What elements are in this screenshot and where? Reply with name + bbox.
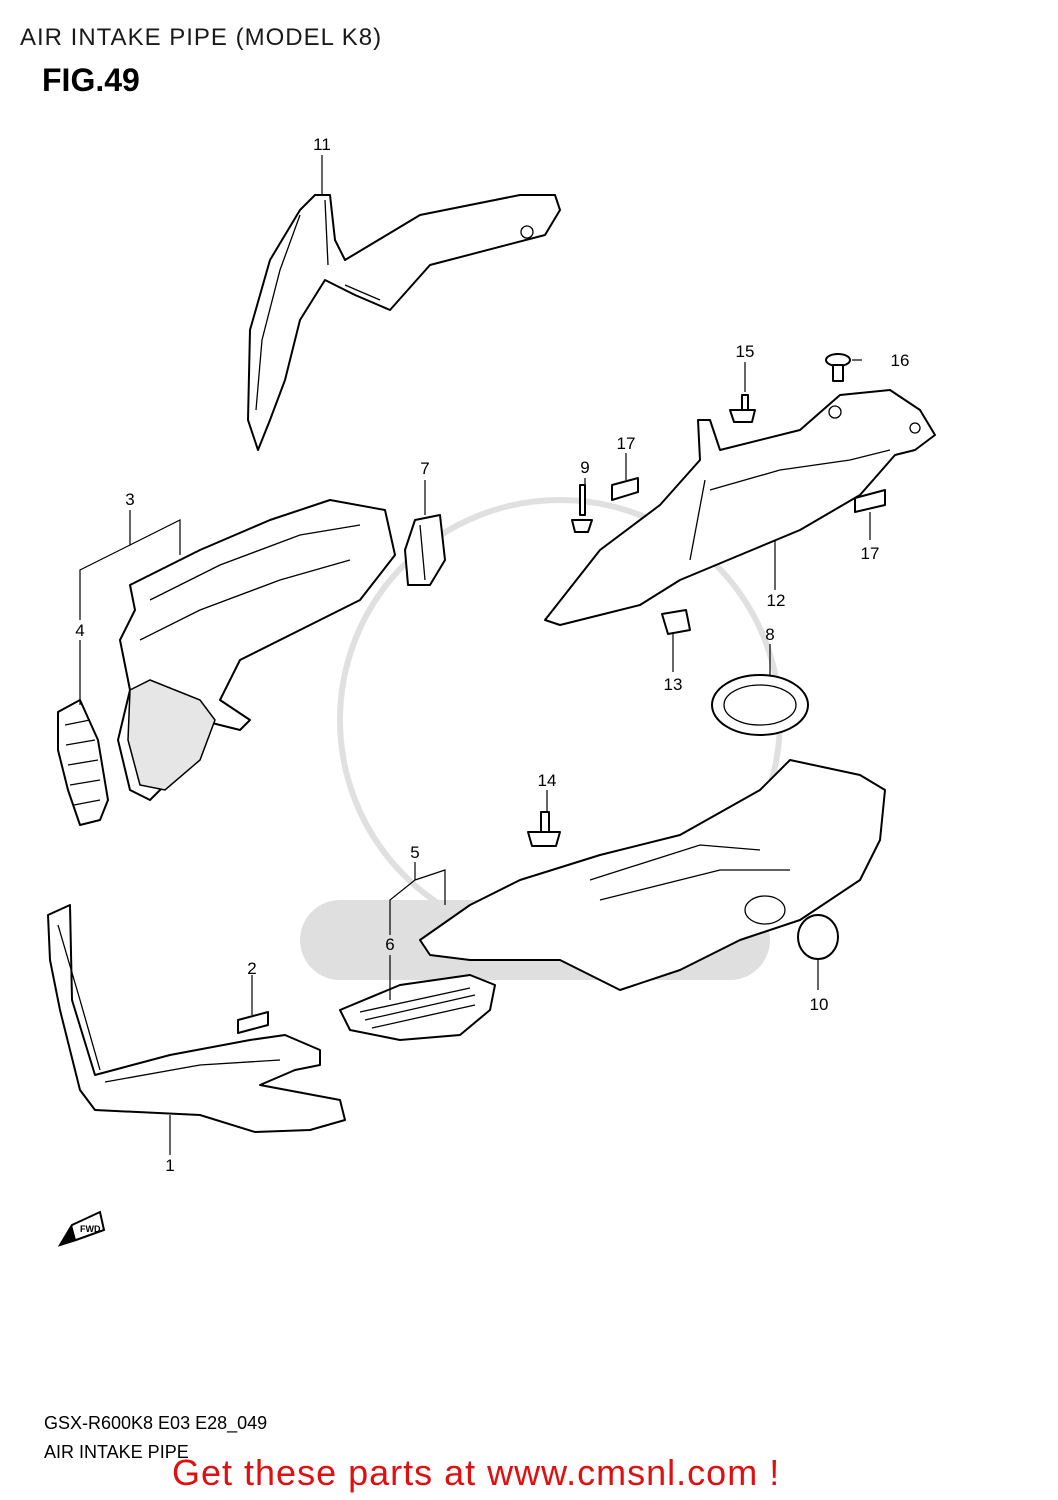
label-part-16: 16 bbox=[891, 351, 910, 370]
part-10-plug[interactable] bbox=[797, 914, 839, 960]
part-6-grill[interactable] bbox=[339, 974, 496, 1041]
page-title: AIR INTAKE PIPE (MODEL K8) bbox=[20, 24, 383, 51]
part-5-lower-duct[interactable] bbox=[419, 759, 886, 991]
part-8-gasket[interactable] bbox=[711, 674, 809, 736]
part-4-duct-grill[interactable] bbox=[57, 699, 109, 826]
label-part-15: 15 bbox=[736, 342, 755, 361]
label-part-13: 13 bbox=[664, 675, 683, 694]
forward-arrow-icon: FWD bbox=[57, 1210, 106, 1247]
part-7-seal[interactable] bbox=[404, 514, 446, 586]
label-part-14: 14 bbox=[538, 771, 557, 790]
part-9-screw[interactable] bbox=[571, 484, 593, 533]
part-13-clip[interactable] bbox=[661, 609, 691, 635]
label-part-7: 7 bbox=[420, 459, 429, 478]
label-part-11: 11 bbox=[313, 135, 331, 154]
part-12-right-duct-cover[interactable] bbox=[544, 389, 936, 626]
part-3-left-air-duct[interactable] bbox=[117, 499, 396, 801]
label-part-1: 1 bbox=[165, 1156, 174, 1175]
label-part-5: 5 bbox=[410, 843, 419, 862]
label-part-3: 3 bbox=[125, 490, 134, 509]
label-part-6: 6 bbox=[385, 935, 394, 954]
part-16-fastener[interactable] bbox=[825, 353, 851, 382]
fwd-label: FWD bbox=[80, 1224, 101, 1234]
label-part-8: 8 bbox=[765, 625, 774, 644]
part-17-pad-lower[interactable] bbox=[854, 489, 886, 513]
label-part-9: 9 bbox=[580, 458, 589, 477]
label-part-17-upper: 17 bbox=[617, 434, 636, 453]
leader-lines bbox=[79, 155, 871, 1155]
figure-number: FIG.49 bbox=[42, 62, 140, 98]
part-17-pad-upper[interactable] bbox=[611, 477, 639, 501]
part-15-screw[interactable] bbox=[729, 394, 756, 423]
part-11-upper-duct-cover[interactable] bbox=[247, 194, 561, 451]
part-1-lower-duct[interactable] bbox=[47, 904, 346, 1133]
part-2-pad[interactable] bbox=[237, 1011, 269, 1034]
label-part-10: 10 bbox=[810, 995, 829, 1014]
cta-link[interactable]: Get these parts at www.cmsnl.com ! bbox=[172, 1452, 781, 1493]
label-part-4: 4 bbox=[75, 621, 84, 640]
label-part-2: 2 bbox=[247, 959, 256, 978]
label-part-17-lower: 17 bbox=[861, 544, 880, 563]
diagram-code: GSX-R600K8 E03 E28_049 bbox=[44, 1413, 268, 1433]
label-part-12: 12 bbox=[767, 591, 786, 610]
diagram-name: AIR INTAKE PIPE bbox=[44, 1442, 189, 1462]
part-14-screw[interactable] bbox=[527, 811, 561, 847]
